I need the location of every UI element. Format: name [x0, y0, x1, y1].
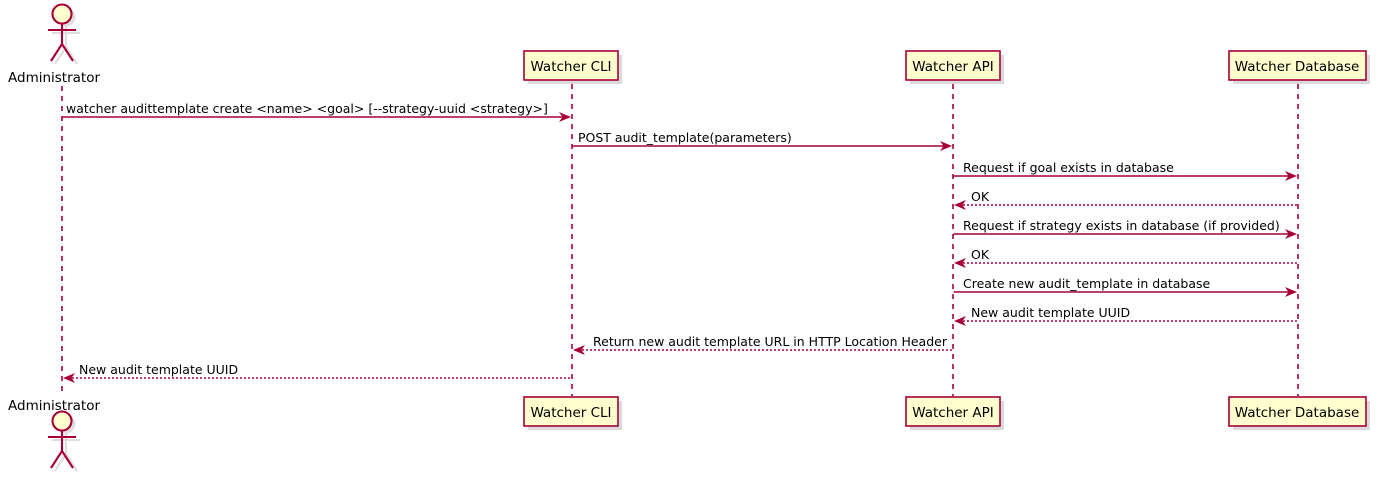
message-4: OK — [954, 189, 1298, 210]
message-label: New audit template UUID — [79, 362, 238, 377]
message-5: Request if strategy exists in database (… — [953, 218, 1297, 239]
message-label: watcher audittemplate create <name> <goa… — [66, 101, 548, 116]
message-label: Request if goal exists in database — [963, 160, 1174, 175]
message-10: New audit template UUID — [63, 362, 572, 383]
arrow-head — [63, 373, 75, 383]
message-2: POST audit_template(parameters) — [572, 130, 952, 151]
message-6: OK — [954, 247, 1298, 268]
message-9: Return new audit template URL in HTTP Lo… — [573, 334, 953, 355]
arrow-head — [559, 112, 571, 122]
arrow-head — [940, 141, 952, 151]
participant-label-watcher-database-bottom: Watcher Database — [1235, 405, 1360, 421]
arrow-head — [954, 316, 966, 326]
participant-watcher-api-bottom[interactable]: Watcher API — [905, 396, 1004, 430]
participant-watcher-database-bottom[interactable]: Watcher Database — [1228, 396, 1370, 430]
participant-label-watcher-cli: Watcher CLI — [530, 59, 611, 75]
arrow-head — [1285, 287, 1297, 297]
actor-administrator-top[interactable]: Administrator — [8, 3, 100, 87]
message-label: Return new audit template URL in HTTP Lo… — [593, 334, 948, 349]
actor-label-administrator-bottom: Administrator — [8, 398, 100, 414]
actor-legs — [50, 450, 74, 469]
arrow-head — [954, 258, 966, 268]
message-3: Request if goal exists in database — [953, 160, 1297, 181]
actor-label-administrator: Administrator — [8, 70, 100, 86]
participant-box — [905, 50, 1001, 81]
actor-figure — [48, 410, 76, 469]
participant-box — [1228, 50, 1367, 81]
participant-label-watcher-database: Watcher Database — [1235, 59, 1360, 75]
actor-legs — [50, 43, 74, 62]
participant-label-watcher-api: Watcher API — [912, 59, 994, 75]
actor-head — [51, 3, 73, 25]
message-label: OK — [971, 189, 990, 204]
participant-label-watcher-api-bottom: Watcher API — [912, 405, 994, 421]
actor-figure — [48, 3, 76, 62]
message-label: Create new audit_template in database — [963, 276, 1210, 291]
participant-box — [523, 396, 619, 427]
arrow-head — [1285, 229, 1297, 239]
participant-box — [905, 396, 1001, 427]
message-label: POST audit_template(parameters) — [578, 130, 792, 145]
actor-administrator-bottom[interactable]: Administrator — [8, 398, 100, 472]
actor-head — [51, 410, 73, 432]
participant-watcher-cli-bottom[interactable]: Watcher CLI — [523, 396, 622, 430]
message-label: OK — [971, 247, 990, 262]
arrow-head — [1285, 171, 1297, 181]
participant-watcher-cli-top[interactable]: Watcher CLI — [523, 50, 622, 84]
arrow-head — [573, 345, 585, 355]
participant-box — [523, 50, 619, 81]
message-1: watcher audittemplate create <name> <goa… — [62, 101, 571, 122]
message-8: New audit template UUID — [954, 305, 1298, 326]
message-label: New audit template UUID — [971, 305, 1130, 320]
participant-watcher-api-top[interactable]: Watcher API — [905, 50, 1004, 84]
lifelines — [61, 84, 1299, 396]
message-7: Create new audit_template in database — [953, 276, 1297, 297]
participant-label-watcher-cli-bottom: Watcher CLI — [530, 405, 611, 421]
participant-box — [1228, 396, 1367, 427]
participant-watcher-database-top[interactable]: Watcher Database — [1228, 50, 1370, 84]
message-label: Request if strategy exists in database (… — [963, 218, 1280, 233]
arrow-head — [954, 200, 966, 210]
